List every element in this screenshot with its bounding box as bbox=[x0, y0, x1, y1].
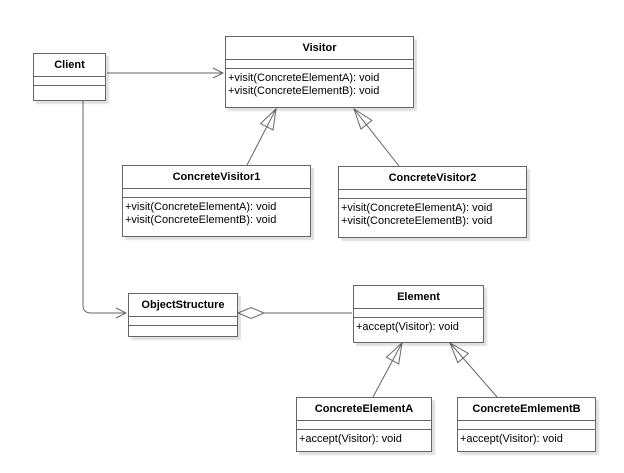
connector-concreteelementa-element-generalization[interactable] bbox=[372, 343, 402, 398]
method-label: +visit(ConcreteElementB): void bbox=[125, 214, 277, 226]
class-objectstructure-attributes bbox=[129, 317, 237, 326]
class-concreteelementa-title: ConcreteElementA bbox=[297, 398, 431, 421]
class-element-title: Element bbox=[354, 286, 483, 309]
class-concretevisitor2-attributes bbox=[339, 190, 526, 199]
class-concreteelementa-methods: +accept(Visitor): void bbox=[297, 430, 431, 451]
connector-concretevisitor1-visitor-generalization[interactable] bbox=[246, 109, 276, 166]
class-concretevisitor1-attributes bbox=[123, 189, 310, 198]
method-label: +visit(ConcreteElementB): void bbox=[228, 85, 380, 97]
connector-concretevisitor2-visitor-generalization[interactable] bbox=[354, 109, 400, 167]
class-visitor[interactable]: Visitor +visit(ConcreteElementA): void +… bbox=[225, 36, 414, 108]
connector-client-objectstructure[interactable] bbox=[82, 101, 126, 313]
method-label: +visit(ConcreteElementA): void bbox=[228, 72, 380, 84]
method-label: +visit(ConcreteElementB): void bbox=[341, 215, 493, 227]
class-concretevisitor2[interactable]: ConcreteVisitor2 +visit(ConcreteElementA… bbox=[338, 166, 527, 238]
class-concreteemlementb-attributes bbox=[458, 421, 595, 430]
class-element[interactable]: Element +accept(Visitor): void bbox=[353, 285, 484, 343]
class-concreteelementa-attributes bbox=[297, 421, 431, 430]
class-visitor-attributes bbox=[226, 60, 413, 69]
class-concretevisitor2-methods: +visit(ConcreteElementA): void +visit(Co… bbox=[339, 199, 526, 237]
class-concreteelementa[interactable]: ConcreteElementA +accept(Visitor): void bbox=[296, 397, 432, 452]
class-objectstructure-methods bbox=[129, 326, 237, 336]
class-concretevisitor1-title: ConcreteVisitor1 bbox=[123, 166, 310, 189]
method-label: +accept(Visitor): void bbox=[460, 433, 563, 445]
method-label: +visit(ConcreteElementA): void bbox=[125, 201, 277, 213]
class-concreteemlementb-title: ConcreteEmlementB bbox=[458, 398, 595, 421]
method-label: +accept(Visitor): void bbox=[356, 321, 459, 333]
class-visitor-title: Visitor bbox=[226, 37, 413, 60]
class-client-methods bbox=[34, 86, 105, 100]
class-client-attributes bbox=[34, 77, 105, 86]
class-visitor-methods: +visit(ConcreteElementA): void +visit(Co… bbox=[226, 69, 413, 107]
aggregation-diamond[interactable] bbox=[236, 306, 266, 320]
class-objectstructure[interactable]: ObjectStructure bbox=[128, 293, 238, 337]
class-element-attributes bbox=[354, 309, 483, 318]
method-label: +accept(Visitor): void bbox=[299, 433, 402, 445]
method-label: +visit(ConcreteElementA): void bbox=[341, 202, 493, 214]
class-concreteemlementb[interactable]: ConcreteEmlementB +accept(Visitor): void bbox=[457, 397, 596, 452]
class-element-methods: +accept(Visitor): void bbox=[354, 318, 483, 342]
class-concretevisitor1[interactable]: ConcreteVisitor1 +visit(ConcreteElementA… bbox=[122, 165, 311, 237]
class-client[interactable]: Client bbox=[33, 53, 106, 101]
class-concretevisitor1-methods: +visit(ConcreteElementA): void +visit(Co… bbox=[123, 198, 310, 236]
class-concreteemlementb-methods: +accept(Visitor): void bbox=[458, 430, 595, 451]
class-objectstructure-title: ObjectStructure bbox=[129, 294, 237, 317]
class-client-title: Client bbox=[34, 54, 105, 77]
connector-concreteemlementb-element-generalization[interactable] bbox=[450, 343, 498, 398]
class-concretevisitor2-title: ConcreteVisitor2 bbox=[339, 167, 526, 190]
